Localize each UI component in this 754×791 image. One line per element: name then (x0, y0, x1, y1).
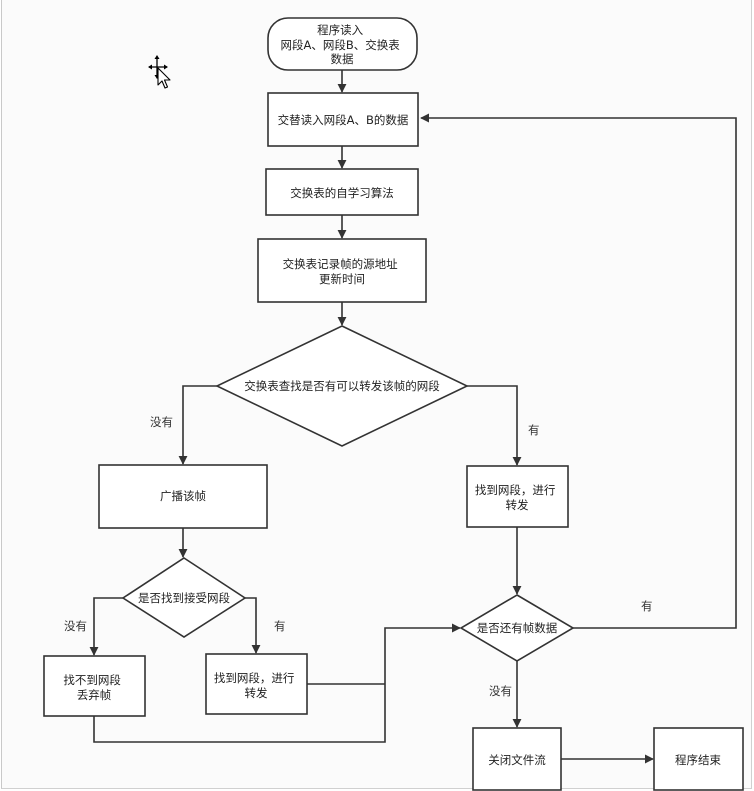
node-record (257, 238, 427, 303)
node-lookup-text: 交换表查找是否有可以转发该帧的网段 (244, 379, 440, 393)
label-lookup-no: 没有 (150, 415, 173, 429)
node-self-learn-text: 交换表的自学习算法 (290, 186, 394, 200)
node-not-found-drop-text: 找不到网段 丢弃帧 (63, 673, 124, 702)
node-broadcast (98, 464, 268, 529)
node-read-alternate (267, 92, 419, 147)
node-more-text: 是否还有帧数据 (477, 621, 558, 635)
node-close-stream (472, 727, 562, 791)
node-found-forward-left-text: 找到网段，进行 转发 (214, 671, 298, 700)
node-start (267, 17, 418, 71)
node-lookup-decision (215, 325, 469, 447)
edge-lookup-no (178, 385, 217, 465)
node-find-text: 是否找到接受网段 (138, 591, 230, 605)
label-lookup-yes: 有 (528, 423, 540, 437)
edge-drop-to-more (93, 623, 461, 743)
node-record-text: 交换表记录帧的源地址 更新时间 (283, 257, 402, 286)
label-more-no: 没有 (489, 684, 512, 698)
edge-more-yes (420, 113, 737, 629)
node-broadcast-text: 广播该帧 (160, 489, 206, 503)
move-cursor-icon (148, 55, 171, 89)
node-close-stream-text: 关闭文件流 (488, 753, 546, 767)
node-found-forward-right-text: 找到网段，进行 转发 (475, 483, 559, 512)
node-start-text: 程序读入 网段A、网段B、交换表 数据 (281, 23, 404, 66)
label-find-no: 没有 (64, 619, 87, 633)
node-more-decision (459, 594, 575, 662)
edges (89, 70, 737, 764)
edge-lookup-yes (467, 385, 522, 466)
node-read-alternate-text: 交替读入网段A、B的数据 (278, 113, 409, 127)
edge-find-no (89, 597, 123, 656)
node-self-learn (265, 168, 419, 216)
node-end (653, 727, 744, 791)
node-not-found-drop (43, 655, 146, 717)
label-find-yes: 有 (274, 619, 286, 633)
node-find-decision (121, 557, 247, 638)
node-found-forward-left (205, 653, 308, 715)
node-end-text: 程序结束 (675, 753, 721, 767)
label-more-yes: 有 (641, 599, 653, 613)
edge-find-yes (245, 597, 261, 654)
node-found-forward-right (466, 465, 569, 528)
